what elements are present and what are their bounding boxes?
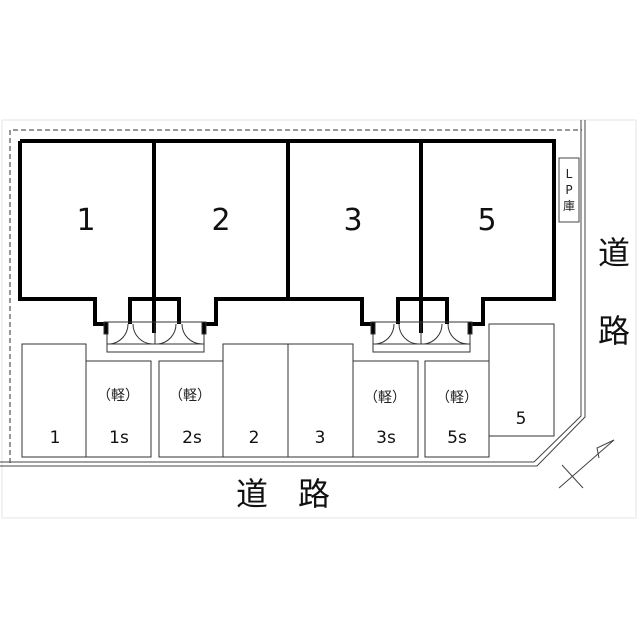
parking-3s-label: 3s xyxy=(376,428,396,448)
parking-1s-kei: （軽） xyxy=(97,388,139,404)
parking-5s-kei: （軽） xyxy=(436,390,478,406)
entrance-porch-left xyxy=(128,297,181,324)
parking-5s-label: 5s xyxy=(447,428,467,448)
road-edge-outer xyxy=(0,120,586,467)
unit-1-label: 1 xyxy=(76,203,95,238)
parking-2s-label: 2s xyxy=(182,428,202,448)
unit-3-label: 3 xyxy=(343,203,362,238)
parking-2s-kei: （軽） xyxy=(169,388,211,404)
road-edge-inner xyxy=(0,120,582,463)
parking-space-5 xyxy=(488,323,555,437)
doors-left xyxy=(103,321,207,353)
lp-storage-p: P xyxy=(565,183,572,197)
unit-5-label: 5 xyxy=(477,203,496,238)
road-south-char1: 道 xyxy=(236,475,268,513)
lp-storage-l: L xyxy=(566,167,573,181)
parking-5-label: 5 xyxy=(516,409,527,429)
building-right-outline xyxy=(288,139,556,326)
parking-2-label: 2 xyxy=(249,428,260,448)
property-boundary xyxy=(9,129,582,463)
parking-3s-kei: （軽） xyxy=(364,390,406,406)
parking-space-3s xyxy=(352,360,419,458)
parking-space-1s xyxy=(85,360,152,458)
building-left-outline xyxy=(18,139,290,326)
unit-2-label: 2 xyxy=(211,203,230,238)
lp-storage-ko: 庫 xyxy=(563,199,575,213)
road-south-char2: 路 xyxy=(298,475,330,513)
entrance-porch-right xyxy=(396,297,449,324)
road-east-char1: 道 xyxy=(598,234,630,272)
parking-3-label: 3 xyxy=(315,428,326,448)
north-arrow-icon xyxy=(558,439,615,489)
image-frame xyxy=(1,119,637,519)
road-east-char2: 路 xyxy=(598,312,630,350)
parking-1-label: 1 xyxy=(50,428,61,448)
lp-gas-storage xyxy=(558,157,580,223)
parking-1s-label: 1s xyxy=(109,428,129,448)
doors-right xyxy=(370,321,473,353)
